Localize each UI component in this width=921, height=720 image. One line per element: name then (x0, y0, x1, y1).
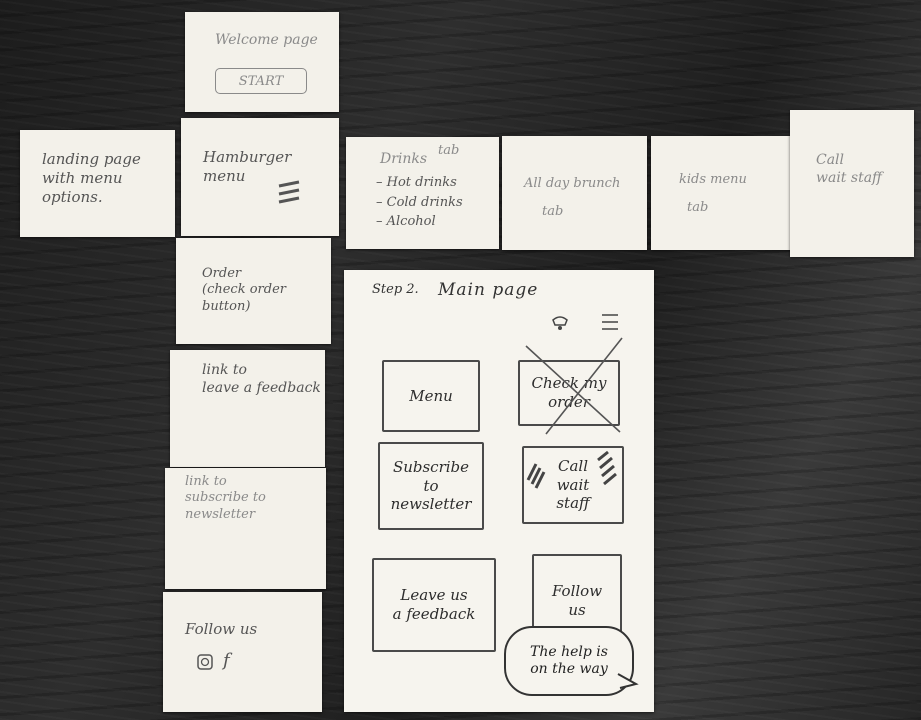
drinks-tab-suffix: tab (438, 143, 460, 158)
note-brunch-tab: All day brunch tab (502, 136, 647, 250)
drinks-item: – Alcohol (376, 214, 436, 229)
order-text: Order (check order button) (202, 266, 286, 314)
note-landing-page: landing page with menu options. (20, 130, 175, 237)
follow-text: Follow us (185, 620, 258, 638)
landing-text: landing page with menu options. (42, 150, 141, 206)
drinks-item: – Hot drinks (376, 175, 457, 190)
start-button-label: START (238, 73, 284, 89)
call-staff-button[interactable]: Call wait staff (522, 446, 624, 524)
instagram-icon (197, 654, 213, 670)
note-order: Order (check order button) (176, 238, 331, 344)
feedback-button[interactable]: Leave us a feedback (372, 558, 496, 652)
note-hamburger-menu: Hamburger menu (181, 118, 339, 236)
feedback-link-text: link to leave a feedback (202, 362, 321, 396)
crossed-out-mark (525, 337, 623, 435)
note-call-wait-staff: Call wait staff (790, 110, 914, 257)
note-feedback-link: link to leave a feedback (170, 350, 325, 467)
note-follow-us: Follow us f (163, 592, 322, 712)
help-bubble-text: The help is on the way (530, 644, 608, 677)
drinks-list: – Hot drinks – Cold drinks – Alcohol (376, 173, 463, 232)
note-welcome-page: Welcome page START (185, 12, 339, 112)
drinks-title: Drinks (380, 151, 428, 167)
main-page-title: Main page (438, 280, 539, 300)
check-order-button[interactable]: Check my order (518, 360, 620, 426)
drinks-item: – Cold drinks (376, 194, 463, 210)
facebook-icon: f (223, 650, 230, 671)
brunch-tab-suffix: tab (542, 204, 564, 219)
help-bubble: The help is on the way (504, 626, 634, 696)
step-label: Step 2. (372, 282, 419, 297)
note-drinks-tab: Drinks tab – Hot drinks – Cold drinks – … (346, 137, 499, 249)
menu-button[interactable]: Menu (382, 360, 480, 432)
call-staff-text: Call wait staff (816, 152, 882, 186)
hamburger-text: Hamburger menu (203, 148, 292, 185)
note-kids-menu-tab: kids menu tab (651, 136, 797, 250)
welcome-title: Welcome page (215, 32, 318, 48)
kids-tab-suffix: tab (687, 200, 709, 215)
subscribe-link-text: link to subscribe to newsletter (185, 474, 266, 522)
hatch-marks (526, 450, 617, 489)
hamburger-icon (602, 314, 618, 330)
bell-icon (552, 316, 568, 330)
kids-text: kids menu (679, 172, 747, 187)
main-page-sheet: Step 2. Main page Menu Check my order Su… (344, 270, 654, 712)
note-subscribe-link: link to subscribe to newsletter (165, 468, 326, 589)
subscribe-button[interactable]: Subscribe to newsletter (378, 442, 484, 530)
bubble-tail (617, 673, 639, 689)
brunch-text: All day brunch (524, 176, 621, 191)
start-button[interactable]: START (215, 68, 307, 94)
hamburger-icon (278, 180, 300, 204)
